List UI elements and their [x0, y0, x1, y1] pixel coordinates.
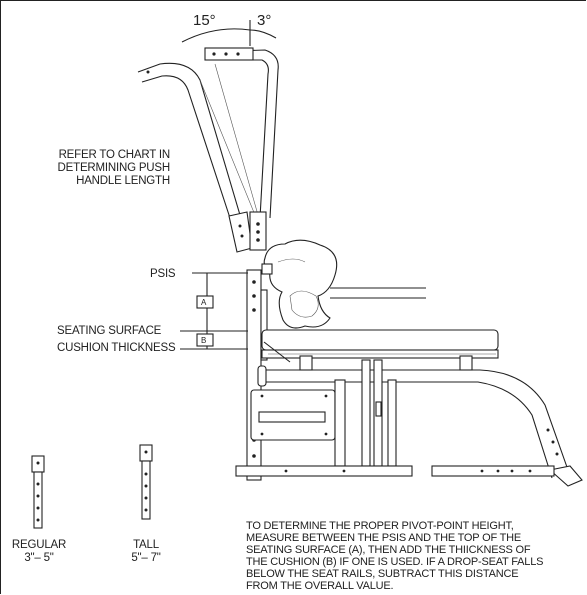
refer-chart-note: REFER TO CHART IN DETERMINING PUSH HANDL… — [57, 149, 171, 187]
dimension-lines — [180, 272, 248, 350]
regular-handle-label: REGULAR 3"– 5" — [11, 539, 67, 564]
base-rail — [235, 465, 555, 477]
cushion-thickness-label: CUSHION THICKNESS — [57, 342, 176, 354]
handle-clamp — [228, 211, 267, 253]
seat-frame — [257, 355, 583, 487]
dimension-b-label: B — [201, 336, 207, 345]
angle-15-label: 15° — [193, 12, 216, 29]
angle-indicator — [181, 20, 277, 46]
dimension-a-label: A — [201, 298, 207, 307]
push-handle — [137, 47, 279, 219]
angle-3-label: 3° — [257, 12, 272, 29]
under-frame — [250, 359, 397, 467]
regular-handle-illustration — [31, 455, 45, 529]
pelvis-sketch — [261, 239, 426, 329]
pivot-height-instructions: TO DETERMINE THE PROPER PIVOT-POINT HEIG… — [246, 520, 544, 592]
tall-handle-label: TALL 5"– 7" — [131, 539, 161, 564]
tall-handle-illustration — [139, 444, 153, 520]
psis-label: PSIS — [150, 268, 176, 280]
seat-cushion — [261, 329, 499, 363]
seating-surface-label: SEATING SURFACE — [57, 325, 162, 337]
